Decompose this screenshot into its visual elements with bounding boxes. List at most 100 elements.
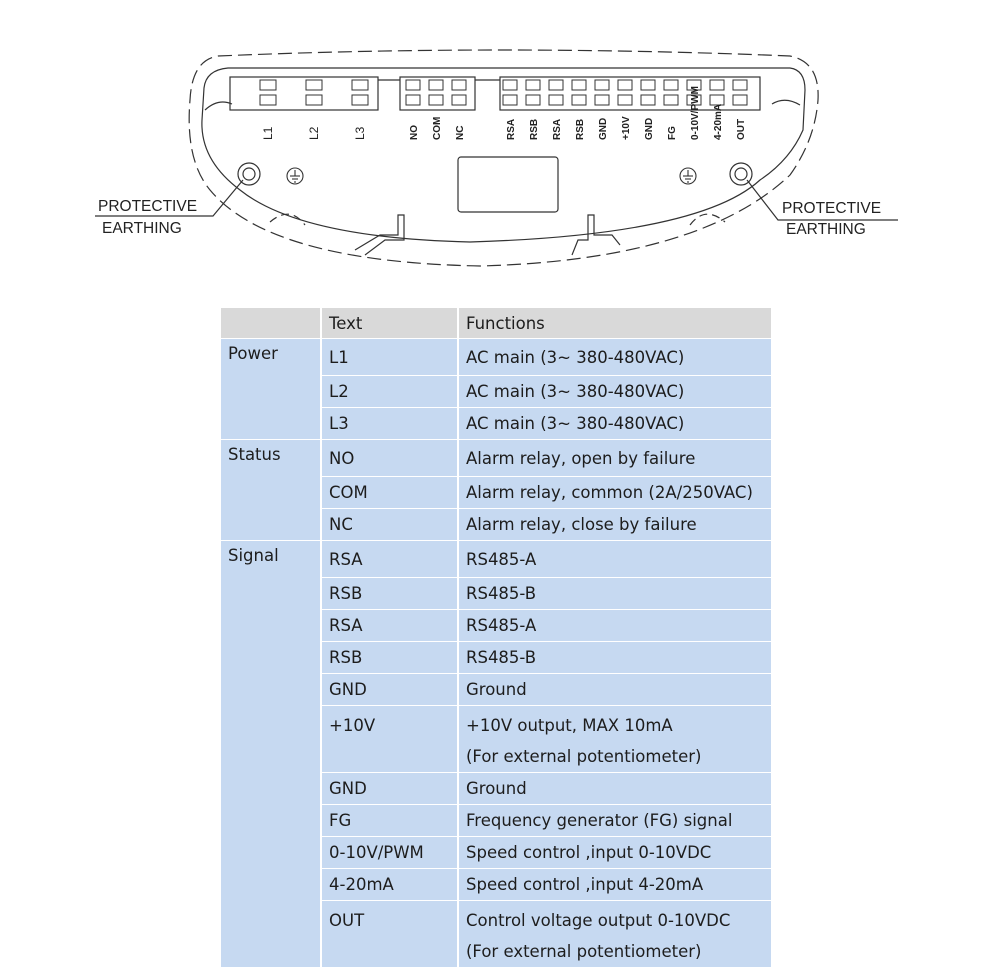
terminal-text-cell: NO: [321, 439, 459, 477]
terminal-label: OUT: [736, 119, 747, 140]
terminal-slot: [502, 79, 518, 91]
terminal-slot: [548, 79, 564, 91]
group-cell: [221, 836, 322, 869]
header-text: Text: [321, 308, 459, 339]
terminal-screw: [732, 94, 748, 106]
function-cell: Speed control ,input 0-10VDC: [458, 836, 771, 869]
terminal-screw: [351, 94, 369, 106]
pe-right-line2: EARTHING: [786, 221, 866, 238]
function-cell: RS485-A: [458, 540, 771, 578]
group-cell: [221, 577, 322, 610]
group-cell: Power: [221, 338, 322, 376]
terminal-text-cell: RSB: [321, 641, 459, 674]
terminal-text-cell: L3: [321, 407, 459, 440]
terminal-slot: [686, 79, 702, 91]
function-cell: Alarm relay, open by failure: [458, 439, 771, 477]
terminal-screw: [594, 94, 610, 106]
terminal-slot: [594, 79, 610, 91]
function-cell: RS485-B: [458, 577, 771, 610]
group-cell: [221, 705, 322, 773]
group-cell: [221, 375, 322, 408]
center-window: [457, 156, 559, 213]
terminal-label: 4-20mA: [713, 104, 724, 140]
mount-hole-left: [237, 162, 261, 186]
board-outline: [201, 67, 806, 243]
group-cell: [221, 868, 322, 901]
function-cell: AC main (3~ 380-480VAC): [458, 407, 771, 440]
terminal-screw: [686, 94, 702, 106]
terminal-screw: [525, 94, 541, 106]
terminal-slot: [732, 79, 748, 91]
terminal-label: GND: [644, 118, 655, 140]
function-cell: +10V output, MAX 10mA(For external poten…: [458, 705, 771, 773]
terminal-slot: [451, 79, 467, 91]
table-row: +10V+10V output, MAX 10mA(For external p…: [221, 705, 771, 773]
function-cell: RS485-A: [458, 609, 771, 642]
terminal-text-cell: OUT: [321, 900, 459, 968]
terminal-screw: [305, 94, 323, 106]
terminal-text-cell: NC: [321, 508, 459, 541]
function-cell: Ground: [458, 772, 771, 805]
terminal-text-cell: 4-20mA: [321, 868, 459, 901]
terminal-block-power: [229, 76, 379, 111]
group-cell: [221, 508, 322, 541]
group-cell: [221, 407, 322, 440]
function-line: (For external potentiometer): [466, 747, 702, 766]
group-cell: [221, 804, 322, 837]
function-cell: Speed control ,input 4-20mA: [458, 868, 771, 901]
terminal-text-cell: +10V: [321, 705, 459, 773]
group-cell: Signal: [221, 540, 322, 578]
terminal-screw: [259, 94, 277, 106]
terminal-screw: [571, 94, 587, 106]
terminal-text-cell: L2: [321, 375, 459, 408]
function-cell: Alarm relay, common (2A/250VAC): [458, 476, 771, 509]
terminal-label: 0-10V/PWM: [690, 86, 701, 140]
terminal-label: RSA: [552, 119, 563, 140]
terminal-text-cell: RSB: [321, 577, 459, 610]
terminal-slot: [663, 79, 679, 91]
terminal-slot: [428, 79, 444, 91]
group-cell: [221, 673, 322, 706]
header-group: [221, 308, 322, 339]
pe-right-line1: PROTECTIVE: [782, 200, 881, 217]
header-functions: Functions: [458, 308, 771, 339]
terminal-block-status: [399, 76, 476, 111]
terminal-slot: [259, 79, 277, 91]
function-cell: RS485-B: [458, 641, 771, 674]
terminal-label: FG: [667, 126, 678, 140]
terminal-label: RSB: [575, 119, 586, 140]
function-cell: Alarm relay, close by failure: [458, 508, 771, 541]
function-line: (For external potentiometer): [466, 942, 702, 961]
terminal-label: RSA: [506, 119, 517, 140]
earth-ground-icon: [679, 167, 697, 185]
terminal-text-cell: RSA: [321, 540, 459, 578]
mount-hole-right: [729, 162, 753, 186]
terminal-text-cell: 0-10V/PWM: [321, 836, 459, 869]
pe-left-line1: PROTECTIVE: [98, 198, 197, 215]
group-cell: [221, 641, 322, 674]
terminal-slot: [351, 79, 369, 91]
function-cell: Control voltage output 0-10VDC(For exter…: [458, 900, 771, 968]
terminal-screw: [428, 94, 444, 106]
terminal-screw: [451, 94, 467, 106]
terminal-screw: [617, 94, 633, 106]
terminal-label: L2: [307, 126, 321, 140]
earth-ground-icon: [286, 167, 304, 185]
terminal-screw: [640, 94, 656, 106]
function-cell: AC main (3~ 380-480VAC): [458, 375, 771, 408]
